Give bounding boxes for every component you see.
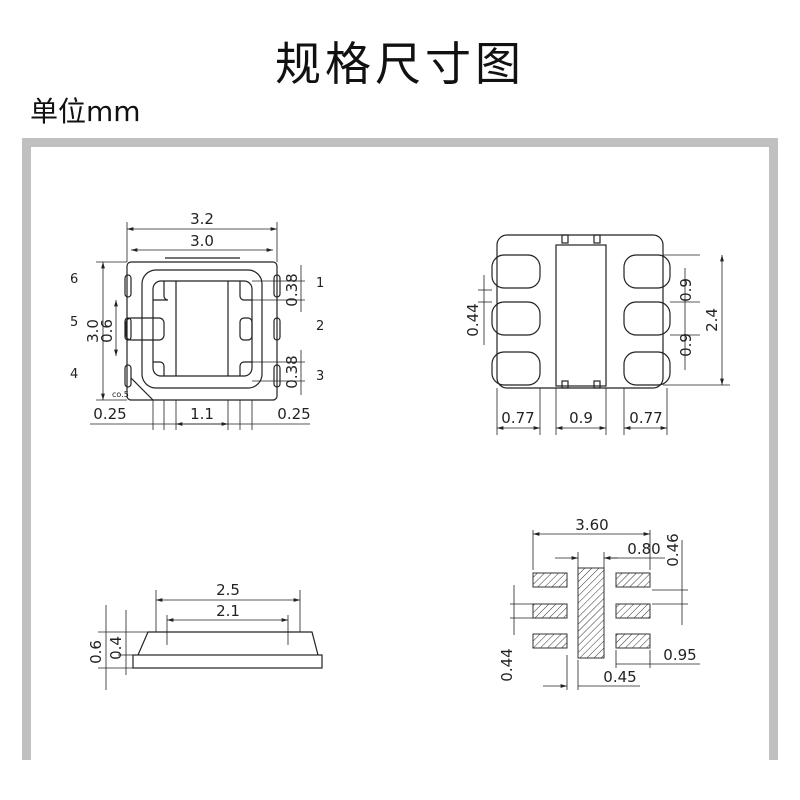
dim-height: 2.4 <box>703 308 721 332</box>
top-view <box>90 222 310 430</box>
dim-left: 0.25 <box>93 405 126 423</box>
dim-width-top: 2.1 <box>216 602 240 620</box>
dim-right: 0.77 <box>629 409 662 427</box>
dim-pad3: 0.38 <box>283 355 301 388</box>
dim-pitch-1: 0.9 <box>677 278 695 302</box>
footprint <box>510 530 700 690</box>
dim-center-width: 0.80 <box>627 540 660 558</box>
dim-spacing: 0.45 <box>603 668 636 686</box>
dim-width-outer: 3.2 <box>190 210 214 228</box>
pin-label-3: 3 <box>316 369 324 384</box>
dim-left: 0.77 <box>501 409 534 427</box>
pin-label-5: 5 <box>70 315 78 330</box>
dim-right: 0.25 <box>277 405 310 423</box>
pin-label-6: 6 <box>70 272 78 287</box>
dim-pad-width: 0.95 <box>663 646 696 664</box>
dim-pad-height: 0.6 <box>98 319 116 343</box>
dim-height: 3.0 <box>84 319 102 343</box>
pin-label-1: 1 <box>316 276 324 291</box>
dim-height-total: 0.6 <box>87 640 105 664</box>
dim-center: 0.9 <box>569 409 593 427</box>
dim-gap: 0.46 <box>664 533 682 566</box>
dim-pad1: 0.38 <box>283 273 301 306</box>
dim-pad-height: 0.44 <box>498 648 516 681</box>
pin-label-4: 4 <box>70 367 78 382</box>
side-view <box>98 590 323 690</box>
dim-pad-pitch: 0.44 <box>464 303 482 336</box>
frame <box>22 138 778 760</box>
dim-width-bottom: 2.5 <box>216 581 240 599</box>
dim-total-width: 3.60 <box>575 516 608 534</box>
unit-label: 单位mm <box>30 95 141 128</box>
dim-width-inner: 3.0 <box>190 232 214 250</box>
dim-height-top: 0.4 <box>107 636 125 660</box>
dim-center: 1.1 <box>190 405 214 423</box>
dim-pitch-2: 0.9 <box>677 333 695 357</box>
pin-label-2: 2 <box>316 319 324 334</box>
bottom-view <box>478 234 730 435</box>
page-title: 规格尺寸图 <box>275 37 525 91</box>
dim-chamfer: co.5 <box>112 390 129 399</box>
